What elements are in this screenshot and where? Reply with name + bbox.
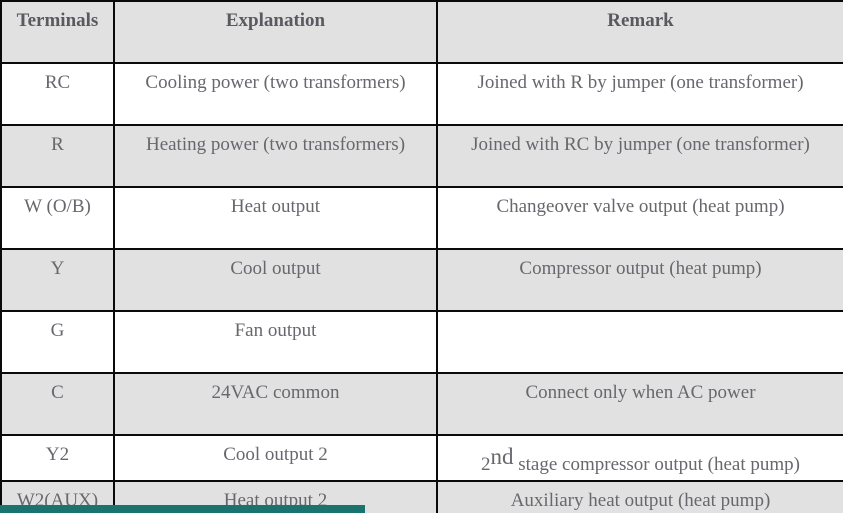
explanation-cell: Heating power (two transformers) — [113, 124, 438, 188]
table-header-row: Terminals Explanation Remark — [0, 0, 843, 64]
terminal-cell: RC — [0, 62, 115, 126]
remark-text-rest: stage compressor output (heat pump) — [513, 454, 800, 475]
terminal-cell: Y — [0, 248, 115, 312]
col-header-remark: Remark — [436, 0, 843, 64]
terminal-cell: R — [0, 124, 115, 188]
terminal-cell: C — [0, 372, 115, 436]
terminal-cell: W (O/B) — [0, 186, 115, 250]
terminal-cell: Y2 — [0, 434, 115, 482]
col-header-terminals: Terminals — [0, 0, 115, 64]
terminal-cell: G — [0, 310, 115, 374]
explanation-cell: 24VAC common — [113, 372, 438, 436]
explanation-cell: Cool output 2 — [113, 434, 438, 482]
table-row: W (O/B) Heat output Changeover valve out… — [0, 186, 843, 250]
remark-cell: Compressor output (heat pump) — [436, 248, 843, 312]
highlight-bar — [0, 505, 365, 513]
remark-cell — [436, 310, 843, 374]
remark-cell: Connect only when AC power — [436, 372, 843, 436]
explanation-cell: Cooling power (two transformers) — [113, 62, 438, 126]
ordinal-superscript: nd — [490, 444, 514, 469]
remark-cell: 2nd stage compressor output (heat pump) — [436, 434, 843, 482]
remark-cell: Changeover valve output (heat pump) — [436, 186, 843, 250]
table-row: C 24VAC common Connect only when AC powe… — [0, 372, 843, 436]
explanation-cell: Fan output — [113, 310, 438, 374]
explanation-cell: Cool output — [113, 248, 438, 312]
table-row: Y Cool output Compressor output (heat pu… — [0, 248, 843, 312]
table-row: Y2 Cool output 2 2nd stage compressor ou… — [0, 434, 843, 482]
table-row: G Fan output — [0, 310, 843, 374]
remark-cell: Joined with RC by jumper (one transforme… — [436, 124, 843, 188]
table-row: RC Cooling power (two transformers) Join… — [0, 62, 843, 126]
explanation-cell: Heat output — [113, 186, 438, 250]
col-header-explanation: Explanation — [113, 0, 438, 64]
table-row: R Heating power (two transformers) Joine… — [0, 124, 843, 188]
remark-text-base: 2 — [480, 454, 491, 475]
remark-cell: Joined with R by jumper (one transformer… — [436, 62, 843, 126]
remark-cell: Auxiliary heat output (heat pump) — [436, 480, 843, 513]
